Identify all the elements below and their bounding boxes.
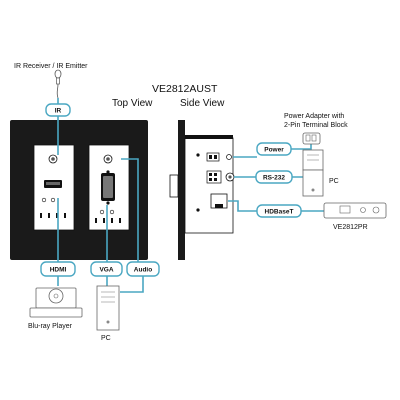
tag-vga: VGA — [90, 261, 123, 277]
tag-hdbaset-text: HDBaseT — [265, 209, 294, 216]
side-view-label: Side View — [180, 98, 225, 109]
tag-rs232: RS-232 — [255, 170, 293, 184]
tag-vga-text: VGA — [99, 267, 113, 274]
tag-ir-text: IR — [55, 108, 62, 115]
tag-power: Power — [256, 142, 292, 156]
tag-ir: IR — [45, 103, 71, 117]
pc-right-label: PC — [329, 178, 339, 185]
top-view-label: Top View — [112, 98, 153, 109]
hdmi-module — [33, 144, 75, 231]
receiver-model-label: VE2812PR — [333, 224, 368, 231]
receiver-box-icon — [323, 202, 387, 219]
hdbaset-cable-left — [228, 200, 257, 212]
pc-bottom-label: PC — [101, 335, 111, 342]
tag-hdbaset: HDBaseT — [256, 204, 302, 218]
wall-plate-side-view — [169, 120, 235, 260]
model-title: VE2812AUST — [152, 83, 218, 95]
pc-tower-icon-bottom — [96, 285, 120, 331]
tag-audio: Audio — [126, 261, 160, 277]
vga-module — [88, 144, 130, 231]
bluray-player-icon — [29, 287, 83, 318]
power-adapter-label-line2: 2-Pin Terminal Block — [284, 122, 348, 129]
audio-cable-lower — [120, 276, 144, 293]
ir-sensor-icon — [54, 69, 62, 99]
tag-rs232-text: RS-232 — [263, 175, 285, 182]
power-cable-right — [291, 144, 312, 150]
tag-hdmi: HDMI — [40, 261, 76, 277]
power-adapter-label-line1: Power Adapter with — [284, 113, 344, 120]
bluray-label: Blu-ray Player — [28, 323, 73, 330]
power-adapter-icon — [302, 132, 321, 145]
tag-hdmi-text: HDMI — [50, 267, 67, 274]
audio-cable-upper — [121, 158, 139, 262]
pc-tower-icon-right — [302, 149, 324, 197]
tag-audio-text: Audio — [134, 267, 152, 274]
ir-device-label: IR Receiver / IR Emitter — [14, 63, 88, 70]
tag-power-text: Power — [264, 147, 284, 154]
